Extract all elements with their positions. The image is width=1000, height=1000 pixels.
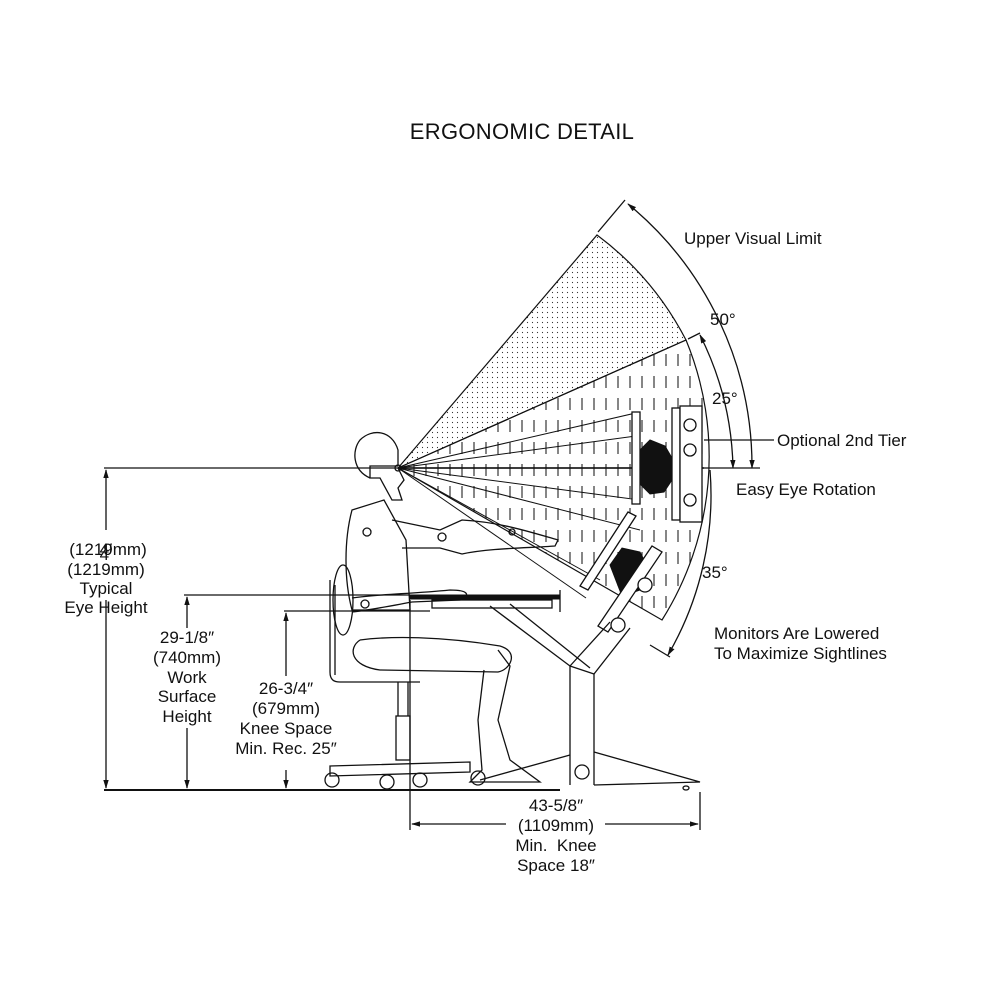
eye-height-typical: Typical xyxy=(80,579,133,598)
office-chair xyxy=(324,564,471,790)
work-surface-word1: Work xyxy=(167,668,207,687)
eye-height-ft: 4′ xyxy=(100,540,113,559)
depth-min: Space 18″ xyxy=(517,856,595,875)
easy-upper-arc xyxy=(699,334,736,469)
seated-figure xyxy=(345,431,559,786)
work-surface-word3: Height xyxy=(162,707,211,726)
visual-field xyxy=(396,234,710,621)
optional-2nd-tier-label: Optional 2nd Tier xyxy=(777,431,907,450)
angle-50-label: 50° xyxy=(710,310,736,329)
monitors-lowered-label-1: Monitors Are Lowered xyxy=(714,624,879,643)
depth-mm: (1109mm) xyxy=(518,816,594,835)
lower-arc xyxy=(667,469,712,656)
depth-dimension xyxy=(409,600,701,830)
easy-eye-rotation-label: Easy Eye Rotation xyxy=(736,480,876,499)
lower-leg xyxy=(468,649,542,783)
torso xyxy=(345,499,411,611)
monitors-lowered-label-2: To Maximize Sightlines xyxy=(714,644,887,663)
knee-space-min: Min. Rec. 25″ xyxy=(235,739,336,758)
head xyxy=(354,431,405,501)
depth-label: 43-5/8″ (1109mm) Min. Knee Space 18″ xyxy=(515,796,596,875)
upper-limit-arc xyxy=(627,203,755,469)
knee-space-mm: (679mm) xyxy=(252,699,320,718)
angle-35-label: 35° xyxy=(702,563,728,582)
depth-in: 43-5/8″ xyxy=(529,796,583,815)
knee-space-dimension xyxy=(283,610,430,789)
optional-2nd-tier xyxy=(679,405,703,523)
eye-height-dimension: 4′(1219mm) xyxy=(69,467,398,789)
knee-space-label: 26-3/4″ (679mm) Knee Space Min. Rec. 25″ xyxy=(235,679,336,758)
eye-height-mm: (1219mm) xyxy=(69,540,146,559)
diagram-title: ERGONOMIC DETAIL xyxy=(410,119,634,144)
work-surface-dimension xyxy=(184,594,410,789)
eye-height-caption: Eye Height xyxy=(64,598,147,617)
eye-height-mm: (1219mm) xyxy=(67,560,144,579)
work-surface-label: 29-1/8″ (740mm) Work Surface Height xyxy=(153,628,221,726)
forearm xyxy=(351,589,468,613)
lower-monitor xyxy=(579,511,663,633)
work-surface-in: 29-1/8″ xyxy=(160,628,214,647)
upper-visual-limit-label: Upper Visual Limit xyxy=(684,229,822,248)
desk-support xyxy=(479,603,701,791)
svg-text:4′(1219mm): 4′(1219mm) xyxy=(69,540,146,564)
work-surface-mm: (740mm) xyxy=(153,648,221,667)
upper-arm xyxy=(391,519,559,555)
thigh xyxy=(352,636,512,673)
eye-height-label: 4′ (1219mm) Typical Eye Height xyxy=(64,540,147,617)
angle-arcs xyxy=(398,199,760,658)
angle-25-label: 25° xyxy=(712,389,738,408)
depth-caption: Min. Knee xyxy=(515,836,596,855)
knee-space-caption: Knee Space xyxy=(240,719,333,738)
knee-space-in: 26-3/4″ xyxy=(259,679,313,698)
eye-height-value: 4′ xyxy=(100,545,113,564)
work-surface-word2: Surface xyxy=(158,687,217,706)
